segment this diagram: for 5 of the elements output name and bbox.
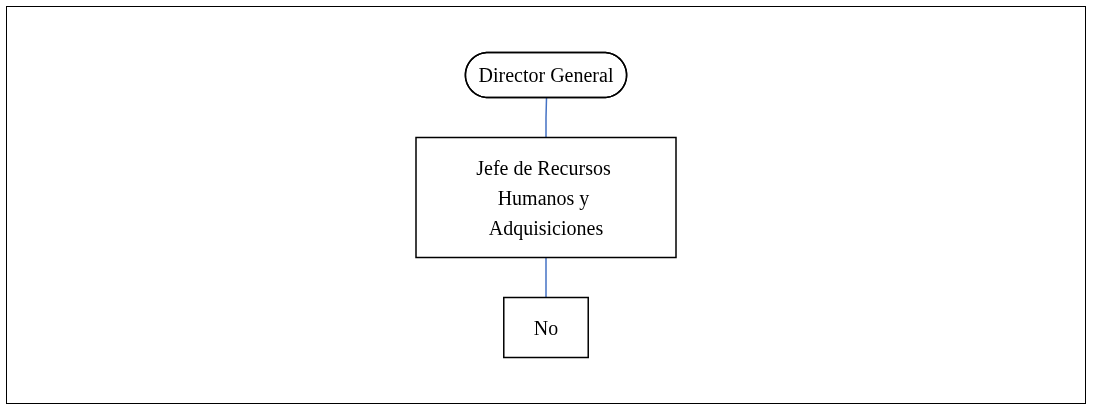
connector <box>545 97 548 139</box>
node-box <box>415 136 677 259</box>
page-border: Director General Jefe de Recursos Humanos y Adquisiciones No <box>6 6 1086 404</box>
node-box <box>503 296 589 359</box>
connector <box>545 256 547 299</box>
